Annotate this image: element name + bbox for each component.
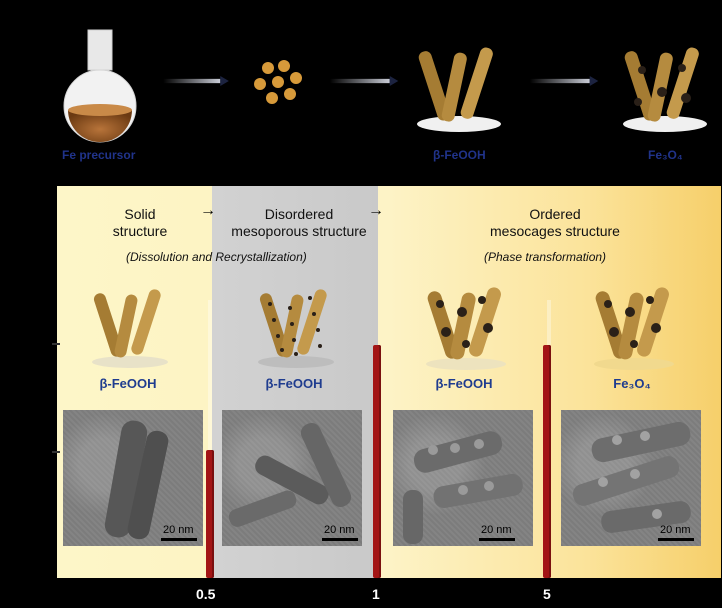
fe3o4-rods-icon <box>623 47 707 132</box>
scale-label: 20 nm <box>660 524 691 536</box>
tem-image-disordered <box>222 410 362 546</box>
stage-3-heading: Ordered mesocages structure <box>490 206 620 239</box>
rods-fe3o4-icon <box>594 287 674 370</box>
time-bar-2 <box>373 345 381 578</box>
time-tick-0-5: 0.5 <box>196 586 216 602</box>
stage-1-label: β-FeOOH <box>99 376 157 391</box>
tem-rods <box>572 421 691 533</box>
feooh-rods-icon <box>417 47 501 132</box>
rods-disordered-icon <box>258 289 334 368</box>
arrow-icon <box>163 76 229 86</box>
time-tick-1: 1 <box>372 586 380 602</box>
step-arrow-icon: → <box>368 202 384 219</box>
time-bar-1 <box>206 450 214 578</box>
synthesis-scheme: Fe precursor β-FeOOH <box>0 0 722 180</box>
axis-tick <box>52 343 60 345</box>
flask-icon <box>63 29 137 143</box>
tem-image-fe3o4 <box>561 410 701 546</box>
scale-label: 20 nm <box>324 524 355 536</box>
process-label-phase: (Phase transformation) <box>484 250 607 264</box>
rods-solid-icon <box>92 289 168 368</box>
time-bar-tube <box>208 300 212 450</box>
tem-rods <box>228 422 352 527</box>
stage-2-label: β-FeOOH <box>265 376 323 391</box>
time-bar-tube <box>547 300 551 345</box>
rods-ordered-icon <box>426 287 506 370</box>
precursor-caption: Fe precursor <box>62 148 136 162</box>
step-arrow-icon: → <box>200 202 216 219</box>
fe3o4-caption: Fe₃O₄ <box>648 148 683 162</box>
stage-2-heading: Disordered mesoporous structure <box>231 206 367 239</box>
axis-tick <box>52 451 60 453</box>
arrow-icon <box>329 76 399 86</box>
stage-1-heading: Solid structure <box>112 206 168 239</box>
stage-4-label: Fe₃O₄ <box>613 376 651 391</box>
time-bar-3 <box>543 345 551 578</box>
nanoparticles-icon <box>254 60 302 104</box>
scale-label: 20 nm <box>481 524 512 536</box>
time-tick-5: 5 <box>543 586 551 602</box>
tem-rods <box>403 431 523 544</box>
tem-image-ordered <box>393 410 533 546</box>
scale-bar <box>161 538 197 541</box>
scale-bar <box>322 538 358 541</box>
stage-3-label: β-FeOOH <box>435 376 493 391</box>
feooh-caption: β-FeOOH <box>433 148 486 162</box>
tem-image-solid <box>63 410 203 546</box>
scale-bar <box>658 538 694 541</box>
arrow-icon <box>529 76 599 86</box>
scale-bar <box>479 538 515 541</box>
scale-label: 20 nm <box>163 524 194 536</box>
process-label-dissolution: (Dissolution and Recrystallization) <box>126 250 307 264</box>
tem-rods <box>104 420 169 540</box>
